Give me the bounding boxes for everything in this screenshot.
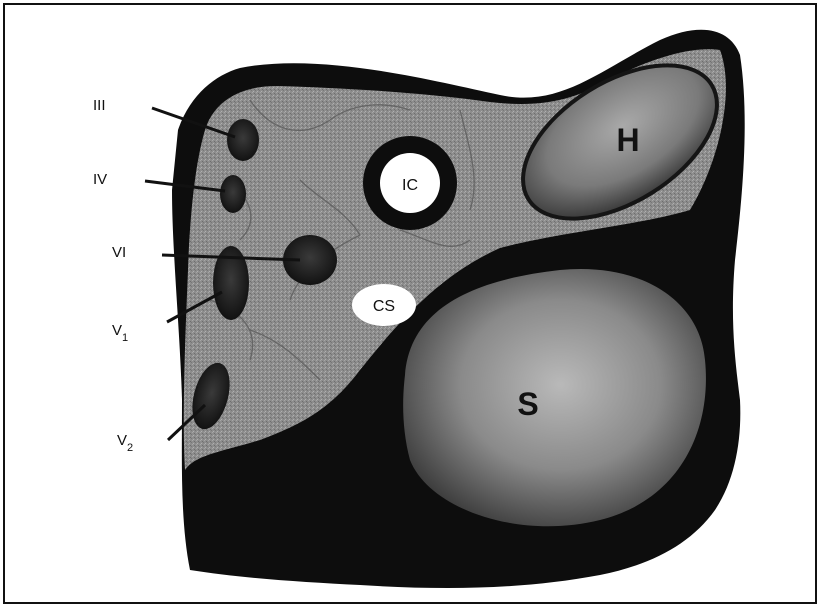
label-v1: V1	[112, 322, 128, 344]
label-s: S	[517, 386, 538, 422]
label-vi: VI	[112, 244, 126, 261]
label-cs: CS	[373, 298, 395, 315]
nerve-iii-shape	[227, 119, 259, 161]
sphenoid-sinus-shape	[403, 269, 706, 526]
label-iv: IV	[93, 171, 107, 188]
label-iii: III	[93, 97, 106, 114]
label-v2: V2	[117, 432, 133, 454]
label-h: H	[616, 122, 639, 158]
nerve-iv-shape	[220, 175, 246, 213]
label-ic: IC	[402, 177, 418, 194]
